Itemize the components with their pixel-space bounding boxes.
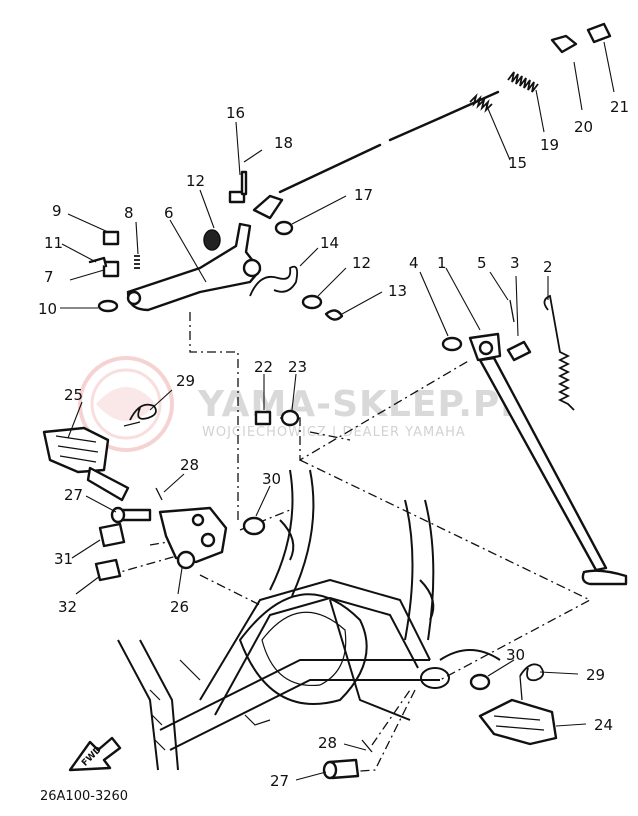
callout-1: 1 [437,254,447,272]
right-footrest [322,663,558,780]
callout-25: 25 [64,386,83,404]
leader-lines [60,41,615,781]
left-footrest [42,403,300,582]
callout-28-left: 28 [180,456,199,474]
pedal-hardware [228,170,344,321]
callout-28-bottom: 28 [318,734,337,752]
callout-31: 31 [54,550,73,568]
callout-20: 20 [574,118,593,136]
callout-26: 26 [170,598,189,616]
callout-9: 9 [52,202,62,220]
callout-14: 14 [320,234,339,252]
install-lines [109,312,592,773]
callout-19: 19 [540,136,559,154]
callout-30-right: 30 [506,646,525,664]
callout-12-lower: 12 [352,254,371,272]
sidestand [441,294,628,586]
callout-21: 21 [610,98,629,116]
callout-24: 24 [594,716,613,734]
callout-29-left: 29 [176,372,195,390]
callout-12-upper: 12 [186,172,205,190]
callout-4: 4 [409,254,419,272]
frame-assembly [117,469,501,771]
callout-7: 7 [44,268,54,286]
wing-nut [550,34,578,54]
callout-17: 17 [354,186,373,204]
diagram-code: 26A100-3260 [40,789,128,804]
callout-22: 22 [254,358,273,376]
callout-6: 6 [164,204,174,222]
brake-rod [278,22,612,194]
watermark: YAMA-SKLEP.PL WOJCIECHOWICZ | DEALER YAM… [78,356,524,452]
callout-8: 8 [124,204,134,222]
callout-30-left: 30 [262,470,281,488]
pedal-left-parts [88,230,140,313]
watermark-subtitle: WOJCIECHOWICZ | DEALER YAMAHA [202,425,466,440]
callout-27-bottom: 27 [270,772,289,790]
callout-23: 23 [288,358,307,376]
callout-18: 18 [274,134,293,152]
callout-27-left: 27 [64,486,83,504]
callout-3: 3 [510,254,520,272]
watermark-brand: YAMA-SKLEP.PL [197,384,524,425]
callout-29-right: 29 [586,666,605,684]
callout-11: 11 [44,234,63,252]
callout-2: 2 [543,258,553,276]
trunnion [586,22,612,44]
callout-32: 32 [58,598,77,616]
brake-pedal [126,222,262,312]
callout-16: 16 [226,104,245,122]
fwd-arrow-icon: FWD [68,736,122,772]
callout-13: 13 [388,282,407,300]
watermark-logo [78,356,174,452]
callout-15: 15 [508,154,527,172]
callout-labels: 1 2 3 4 5 6 7 8 9 10 11 12 12 13 14 15 1… [38,98,629,790]
callout-5: 5 [477,254,487,272]
callout-10: 10 [38,300,57,318]
